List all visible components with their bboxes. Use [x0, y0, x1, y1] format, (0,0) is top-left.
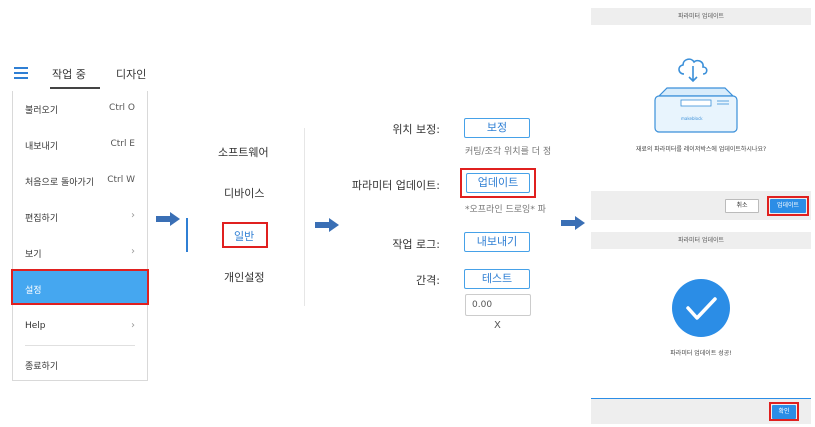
dialog-message: 재료의 파라미터를 레이저박스에 업데이트하시나요? — [635, 146, 767, 153]
success-check-icon — [672, 279, 730, 337]
dialog-title: 파라미터 업데이트 — [591, 8, 811, 25]
active-category-indicator — [186, 218, 188, 252]
arrow-right-icon — [156, 212, 180, 226]
panel-divider — [304, 128, 305, 306]
menu-item-open[interactable]: 불러오기 Ctrl O — [13, 91, 147, 127]
category-general[interactable]: 일반 — [222, 222, 268, 248]
category-software[interactable]: 소프트웨어 — [218, 146, 269, 159]
confirm-highlight: 업데이트 — [767, 196, 809, 216]
menu-item-label: 편집하기 — [25, 214, 59, 224]
param-update-highlight: 업데이트 — [460, 168, 536, 198]
position-calibration-label: 위치 보정: — [392, 123, 440, 136]
menu-shortcut: Ctrl E — [110, 139, 135, 149]
dialog-title: 파라미터 업데이트 — [591, 232, 811, 249]
test-button[interactable]: 테스트 — [464, 269, 530, 289]
tab-working[interactable]: 작업 중 — [52, 68, 86, 81]
update-confirm-dialog: 파라미터 업데이트 makeblock 재료의 파라미터를 레이저박스에 업데이… — [591, 8, 811, 220]
ok-button[interactable]: 확인 — [772, 405, 796, 419]
ok-highlight: 확인 — [769, 402, 799, 421]
menu-item-label: 처음으로 돌아가기 — [25, 178, 95, 188]
device-brand: makeblock — [681, 116, 703, 121]
cancel-button[interactable]: 취소 — [725, 199, 759, 213]
menu-item-home[interactable]: 처음으로 돌아가기 Ctrl W — [13, 163, 147, 199]
footer-accent-line — [591, 398, 811, 399]
dialog-footer: 취소 업데이트 — [591, 191, 811, 220]
menu-item-edit[interactable]: 편집하기 › — [13, 199, 147, 235]
menu-item-label: 종료하기 — [25, 362, 59, 372]
menu-item-export[interactable]: 내보내기 Ctrl E — [13, 127, 147, 163]
menu-item-label: Help — [25, 321, 46, 331]
menu-header: 작업 중 디자인 — [12, 64, 148, 89]
success-message: 파라미터 업데이트 성공! — [670, 350, 732, 357]
spacing-input[interactable]: 0.00 — [465, 294, 531, 316]
menu-item-help[interactable]: Help › — [13, 309, 147, 345]
calibrate-button[interactable]: 보정 — [464, 118, 530, 138]
dialog-footer: 확인 — [591, 398, 811, 424]
cloud-download-icon — [678, 58, 708, 83]
hamburger-menu-icon[interactable] — [14, 67, 28, 79]
menu-shortcut: Ctrl W — [107, 175, 135, 185]
menu-item-label: 보기 — [25, 250, 42, 260]
spacing-label: 간격: — [416, 274, 440, 287]
arrow-right-icon — [315, 218, 339, 232]
chevron-right-icon: › — [131, 320, 135, 331]
laserbox-device-icon — [654, 87, 738, 133]
category-general-label: 일반 — [234, 230, 255, 243]
tab-design[interactable]: 디자인 — [116, 68, 147, 81]
menu-shortcut: Ctrl O — [109, 103, 135, 113]
position-hint: 커팅/조각 위치를 더 정 — [465, 147, 552, 157]
main-menu: 불러오기 Ctrl O 내보내기 Ctrl E 처음으로 돌아가기 Ctrl W… — [11, 91, 149, 383]
menu-divider — [25, 345, 135, 346]
menu-item-quit[interactable]: 종료하기 — [13, 347, 147, 383]
menu-item-label: 불러오기 — [25, 106, 59, 116]
update-button[interactable]: 업데이트 — [466, 173, 530, 193]
spacing-unit: X — [494, 320, 501, 331]
chevron-right-icon: › — [131, 246, 135, 257]
export-log-button[interactable]: 내보내기 — [464, 232, 530, 252]
param-hint: *오프라인 드로잉* 파 — [465, 205, 546, 215]
work-log-label: 작업 로그: — [392, 238, 440, 251]
menu-item-label: 설정 — [25, 286, 42, 296]
arrow-right-icon — [561, 216, 585, 230]
chevron-right-icon: › — [131, 210, 135, 221]
param-update-label: 파라미터 업데이트: — [351, 179, 440, 192]
update-confirm-button[interactable]: 업데이트 — [770, 199, 806, 213]
category-personal[interactable]: 개인설정 — [224, 271, 265, 284]
menu-item-view[interactable]: 보기 › — [13, 235, 147, 271]
active-tab-underline — [50, 87, 100, 89]
menu-item-settings[interactable]: 설정 — [11, 269, 149, 305]
menu-item-label: 내보내기 — [25, 142, 59, 152]
update-success-dialog: 파라미터 업데이트 파라미터 업데이트 성공! 확인 — [591, 232, 811, 424]
category-device[interactable]: 디바이스 — [224, 187, 265, 200]
